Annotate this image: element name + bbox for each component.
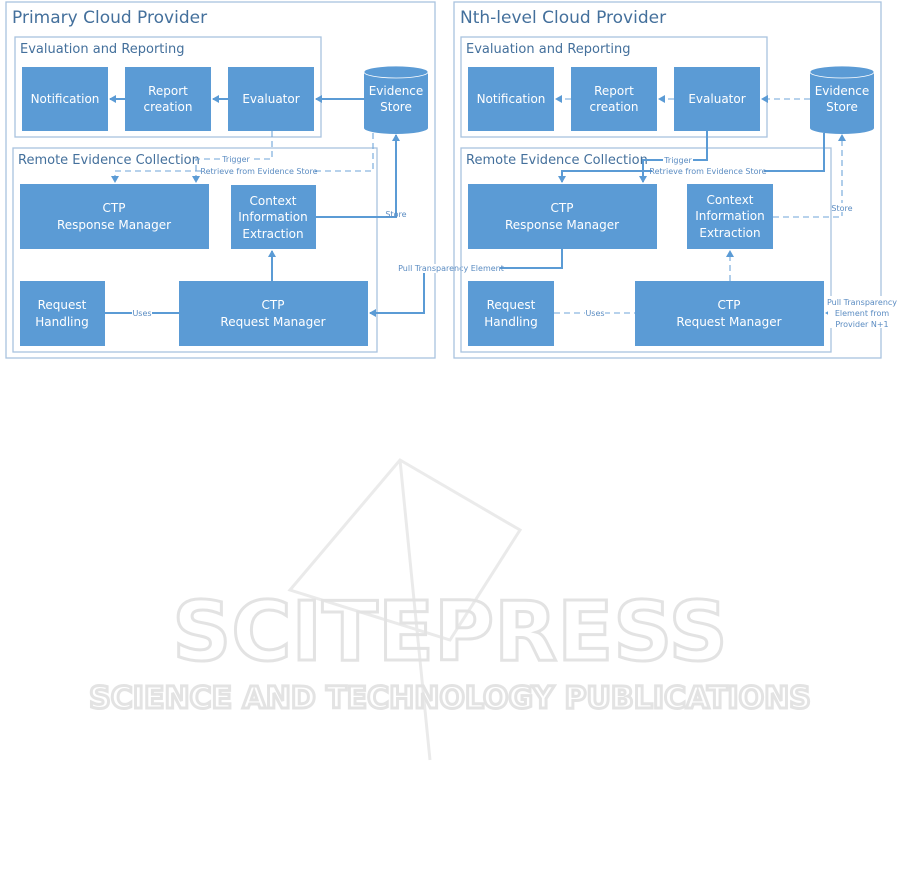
ctp-request-manager-box[interactable]: CTP Request Manager <box>635 281 824 346</box>
watermark-main: SCITEPRESS <box>172 585 727 680</box>
nth-level-cloud-provider-panel: Nth-level Cloud Provider Evaluation and … <box>453 1 897 359</box>
box-label: Handling <box>484 315 538 329</box>
store-label: Store <box>385 210 406 219</box>
eval-group-label: Evaluation and Reporting <box>466 42 631 57</box>
context-extraction-box[interactable]: Context Information Extraction <box>687 184 773 249</box>
retrieve-label: Retrieve from Evidence Store <box>649 167 766 176</box>
retrieve-label: Retrieve from Evidence Store <box>200 167 317 176</box>
pull-label: Element from <box>835 309 889 318</box>
box-label: Store <box>826 100 858 114</box>
remote-group-label: Remote Evidence Collection <box>466 153 648 168</box>
box-label: creation <box>590 100 639 114</box>
box-label: Information <box>238 210 307 224</box>
request-handling-box[interactable]: Request Handling <box>468 281 554 346</box>
ctp-request-manager-box[interactable]: CTP Request Manager <box>179 281 368 346</box>
box-label: Request Manager <box>220 315 325 329</box>
box-label: CTP <box>551 201 574 215</box>
box-label: creation <box>144 100 193 114</box>
box-label: Extraction <box>699 226 760 240</box>
panel-title: Primary Cloud Provider <box>12 8 207 28</box>
pull-label: Pull Transparency <box>827 298 897 307</box>
report-creation-box[interactable]: Report creation <box>125 67 211 131</box>
panel-title: Nth-level Cloud Provider <box>460 8 666 28</box>
primary-cloud-provider-panel: Primary Cloud Provider Evaluation and Re… <box>5 1 563 359</box>
box-label: Extraction <box>242 227 303 241</box>
box-label: Report <box>148 84 188 98</box>
box-label: Request <box>487 298 536 312</box>
trigger-label: Trigger <box>221 155 250 164</box>
box-label: Report <box>594 84 634 98</box>
evaluator-box[interactable]: Evaluator <box>228 67 314 131</box>
box-label: Request Manager <box>676 315 781 329</box>
box-label: Context <box>249 194 296 208</box>
uses-label: Uses <box>132 309 151 318</box>
pull-label: Provider N+1 <box>835 320 888 329</box>
box-label: Request <box>38 298 87 312</box>
box-label: Notification <box>31 92 100 106</box>
box-label: Response Manager <box>57 218 171 232</box>
remote-group <box>12 147 378 353</box>
eval-group-label: Evaluation and Reporting <box>20 42 185 57</box>
box-label: Context <box>706 193 753 207</box>
pull-label: Pull Transparency Element <box>398 264 504 273</box>
ctp-response-manager-box[interactable]: CTP Response Manager <box>20 184 209 249</box>
box-label: Handling <box>35 315 89 329</box>
uses-label: Uses <box>585 309 604 318</box>
evaluator-box[interactable]: Evaluator <box>674 67 760 131</box>
box-label: CTP <box>103 201 126 215</box>
box-label: Information <box>695 209 764 223</box>
watermark-sub: SCIENCE AND TECHNOLOGY PUBLICATIONS <box>89 681 811 716</box>
box-label: Notification <box>477 92 546 106</box>
eval-group <box>460 36 768 138</box>
box-label: Store <box>380 100 412 114</box>
box-label: Evaluator <box>242 92 299 106</box>
notification-box[interactable]: Notification <box>468 67 554 131</box>
remote-group-label: Remote Evidence Collection <box>18 153 200 168</box>
watermark: SCITEPRESS SCIENCE AND TECHNOLOGY PUBLIC… <box>88 458 812 761</box>
request-handling-box[interactable]: Request Handling <box>20 281 105 346</box>
evidence-store-cylinder[interactable]: Evidence Store <box>809 65 875 134</box>
box-label: CTP <box>262 298 285 312</box>
box-label: Response Manager <box>505 218 619 232</box>
box-label: Evidence <box>369 84 424 98</box>
evidence-store-cylinder[interactable]: Evidence Store <box>363 65 429 134</box>
report-creation-box[interactable]: Report creation <box>571 67 657 131</box>
context-extraction-box[interactable]: Context Information Extraction <box>231 185 316 249</box>
trigger-label: Trigger <box>663 156 692 165</box>
notification-box[interactable]: Notification <box>22 67 108 131</box>
ctp-response-manager-box[interactable]: CTP Response Manager <box>468 184 657 249</box>
store-label: Store <box>831 204 852 213</box>
box-label: Evidence <box>815 84 870 98</box>
box-label: Evaluator <box>688 92 745 106</box>
remote-group <box>460 147 832 353</box>
box-label: CTP <box>718 298 741 312</box>
eval-group <box>14 36 322 138</box>
